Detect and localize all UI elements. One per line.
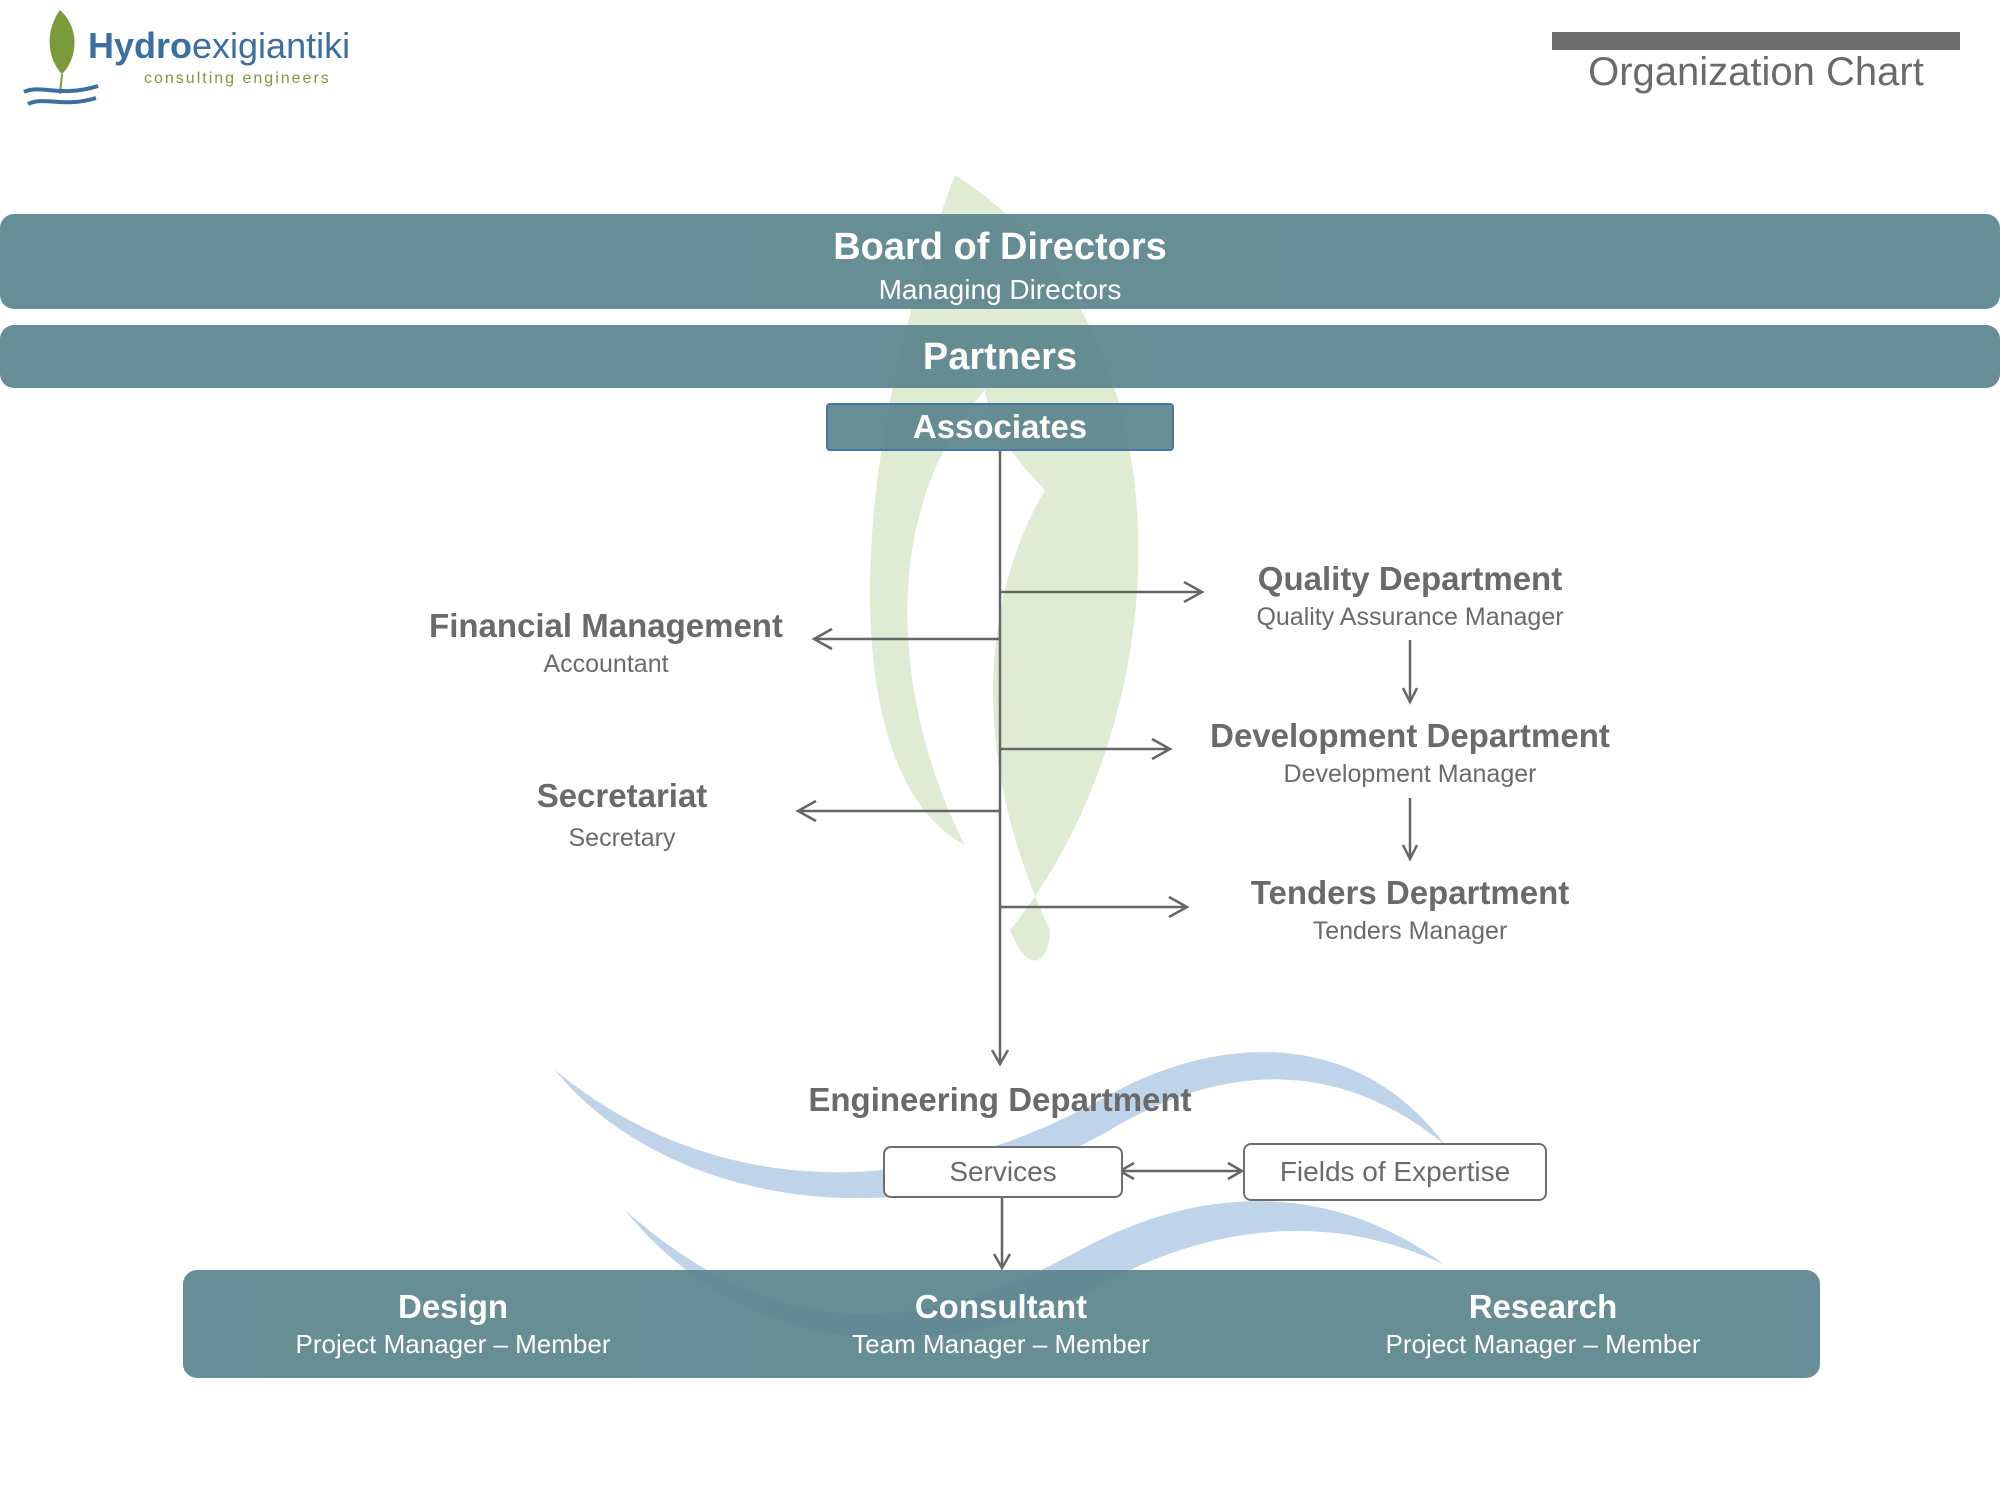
board-subtitle: Managing Directors bbox=[878, 274, 1122, 305]
page-title: Organization Chart bbox=[1588, 50, 1924, 94]
logo-leaf-icon bbox=[23, 10, 99, 106]
quality-department-subtitle: Quality Assurance Manager bbox=[1256, 603, 1564, 631]
financial-management-title: Financial Management bbox=[429, 607, 783, 644]
associates-box: Associates bbox=[826, 403, 1174, 451]
board-title: Board of Directors bbox=[833, 226, 1167, 268]
services-box: Services bbox=[883, 1146, 1123, 1198]
research-title: Research bbox=[1468, 1288, 1618, 1325]
logo-name-rest: exigiantiki bbox=[192, 25, 351, 66]
associates-title: Associates bbox=[912, 408, 1088, 445]
trunk-arrowhead bbox=[990, 1049, 1010, 1067]
bottom-band: Design Project Manager – Member Consulta… bbox=[183, 1270, 1820, 1378]
quality-department-node: Quality Department Quality Assurance Man… bbox=[1200, 562, 1620, 630]
design-column: Design Project Manager – Member bbox=[183, 1270, 723, 1357]
tenders-department-node: Tenders Department Tenders Manager bbox=[1200, 876, 1620, 944]
engineering-department-node: Engineering Department bbox=[750, 1083, 1250, 1116]
financial-management-subtitle: Accountant bbox=[543, 650, 669, 678]
logo-tagline: consulting engineers bbox=[144, 70, 331, 87]
consultant-title: Consultant bbox=[914, 1288, 1088, 1325]
secretariat-subtitle: Secretary bbox=[568, 824, 676, 852]
financial-management-node: Financial Management Accountant bbox=[406, 609, 806, 677]
development-department-title: Development Department bbox=[1210, 717, 1610, 754]
partners-title: Partners bbox=[922, 336, 1078, 378]
logo-name-bold: Hydro bbox=[88, 25, 193, 66]
consultant-column: Consultant Team Manager – Member bbox=[731, 1270, 1271, 1357]
secretariat-title: Secretariat bbox=[536, 777, 708, 814]
design-subtitle: Project Manager – Member bbox=[295, 1329, 611, 1359]
consultant-subtitle: Team Manager – Member bbox=[852, 1329, 1150, 1359]
secretariat-node: Secretariat Secretary bbox=[472, 779, 772, 851]
board-of-directors-band: Board of Directors Managing Directors bbox=[0, 214, 2000, 309]
company-logo: Hydroexigiantiki consulting engineers bbox=[20, 8, 350, 108]
tenders-department-subtitle: Tenders Manager bbox=[1312, 917, 1508, 945]
quality-department-title: Quality Department bbox=[1257, 560, 1563, 597]
development-department-node: Development Department Development Manag… bbox=[1190, 719, 1630, 787]
tenders-department-title: Tenders Department bbox=[1250, 874, 1570, 911]
engineering-department-title: Engineering Department bbox=[808, 1081, 1192, 1118]
fields-of-expertise-box: Fields of Expertise bbox=[1243, 1143, 1547, 1201]
design-title: Design bbox=[397, 1288, 509, 1325]
research-column: Research Project Manager – Member bbox=[1273, 1270, 1813, 1357]
header-bar bbox=[1552, 32, 1960, 50]
research-subtitle: Project Manager – Member bbox=[1385, 1329, 1701, 1359]
partners-band: Partners bbox=[0, 325, 2000, 388]
development-department-subtitle: Development Manager bbox=[1283, 760, 1537, 788]
